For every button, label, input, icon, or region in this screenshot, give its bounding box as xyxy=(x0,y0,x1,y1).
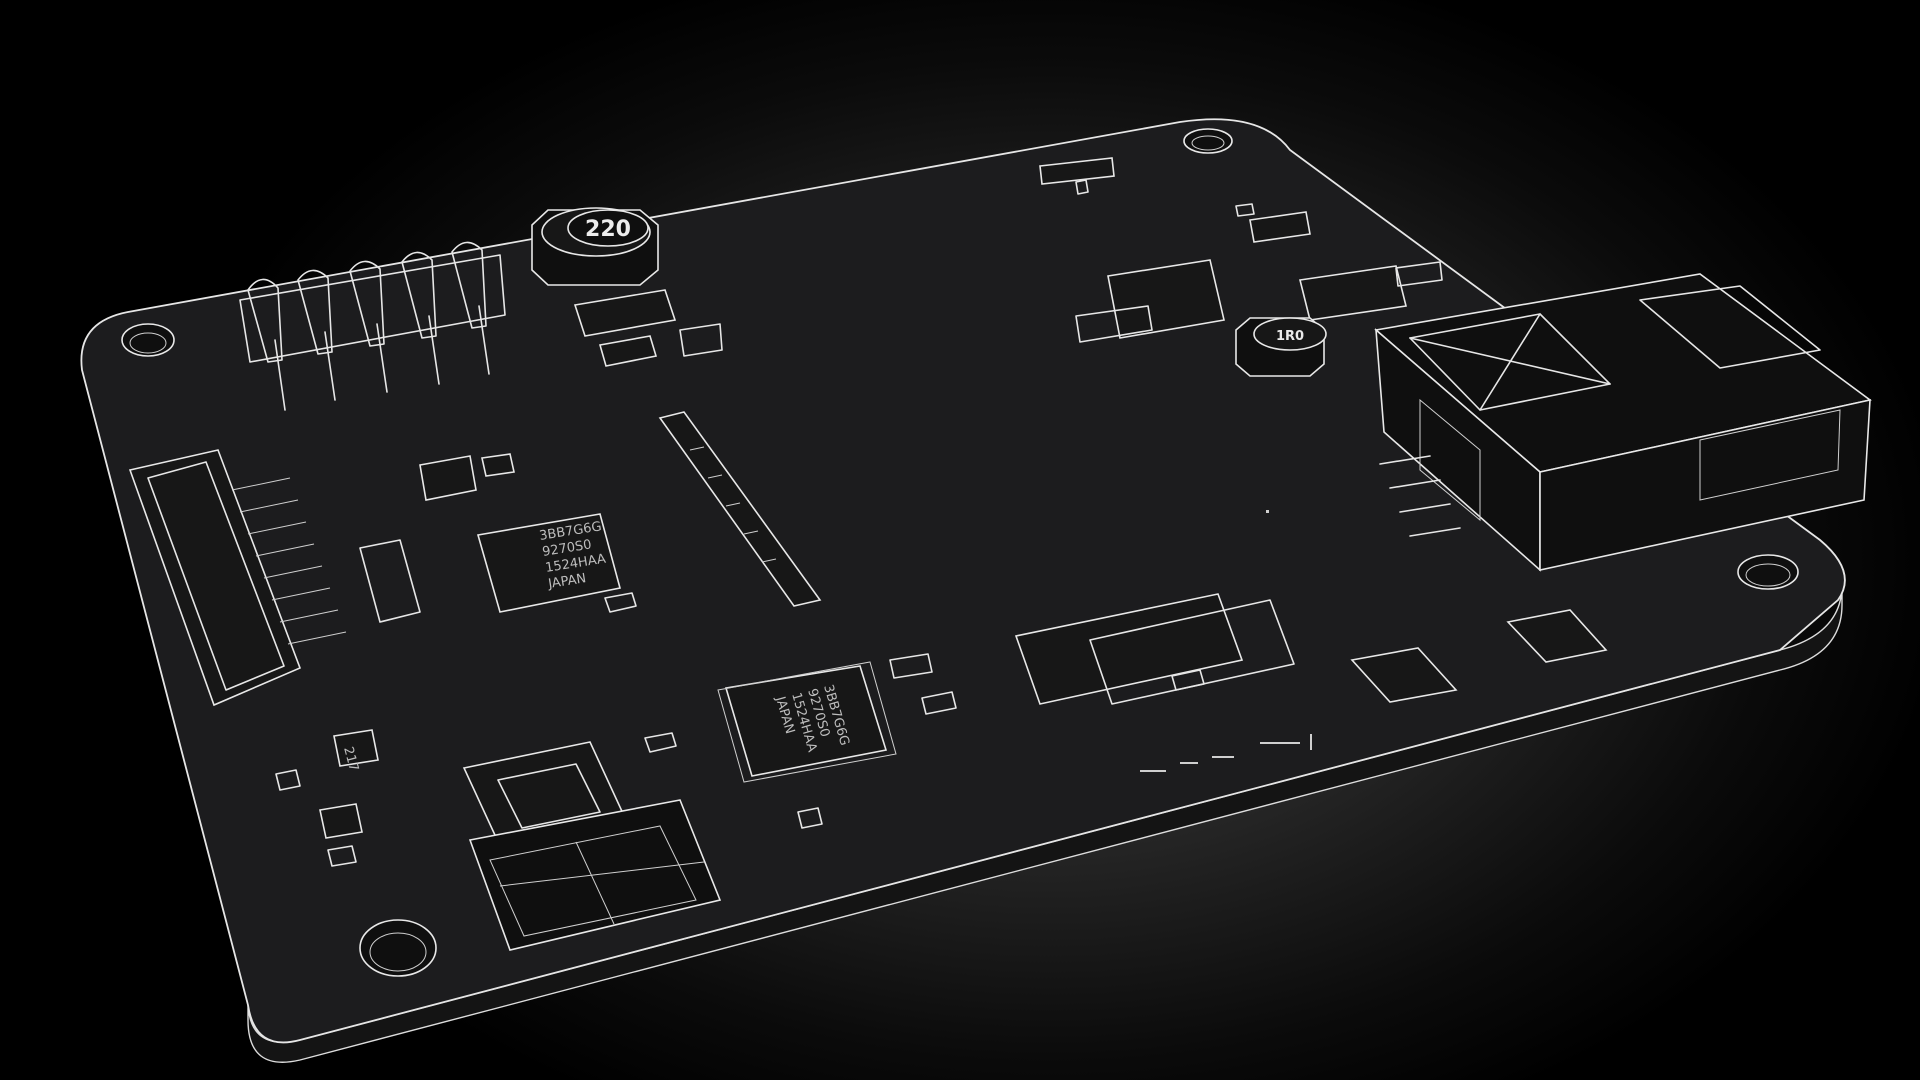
square-pads xyxy=(1350,609,1608,703)
mounting-hole-icon xyxy=(359,919,437,977)
qfp-chip-lower: 3BB7G6G 9270S0 1524HAA JAPAN xyxy=(717,661,897,783)
mounting-hole-icon xyxy=(1183,128,1233,154)
sot-marking: 217 xyxy=(340,745,361,773)
passive-components xyxy=(275,592,957,829)
chip-upper-line4: JAPAN xyxy=(546,571,587,592)
mounting-hole-icon xyxy=(1737,554,1799,590)
power-inductor: 220 xyxy=(531,207,659,286)
pcb-board xyxy=(80,118,1846,1044)
ffc-connector xyxy=(128,449,347,707)
top-right-components xyxy=(1039,157,1443,343)
header-strip xyxy=(658,411,822,607)
inductor-marking: 220 xyxy=(585,217,631,242)
small-ic xyxy=(359,453,515,623)
sot-component xyxy=(573,289,723,367)
usb-a-connector xyxy=(1374,273,1872,572)
inductor-right-marking: 1R0 xyxy=(1276,329,1304,344)
sot23-component: 217 xyxy=(319,729,379,867)
small-inductor: 1R0 xyxy=(1235,317,1327,377)
hdmi-connector xyxy=(462,741,722,951)
board-edge xyxy=(247,584,1843,1063)
pin-header xyxy=(239,241,506,411)
qfn-chip-upper: 3BB7G6G 9270S0 1524HAA JAPAN xyxy=(476,513,621,613)
micro-usb-connector xyxy=(1014,593,1295,705)
silkscreen-marks xyxy=(1140,510,1312,772)
mounting-hole-icon xyxy=(121,323,175,357)
